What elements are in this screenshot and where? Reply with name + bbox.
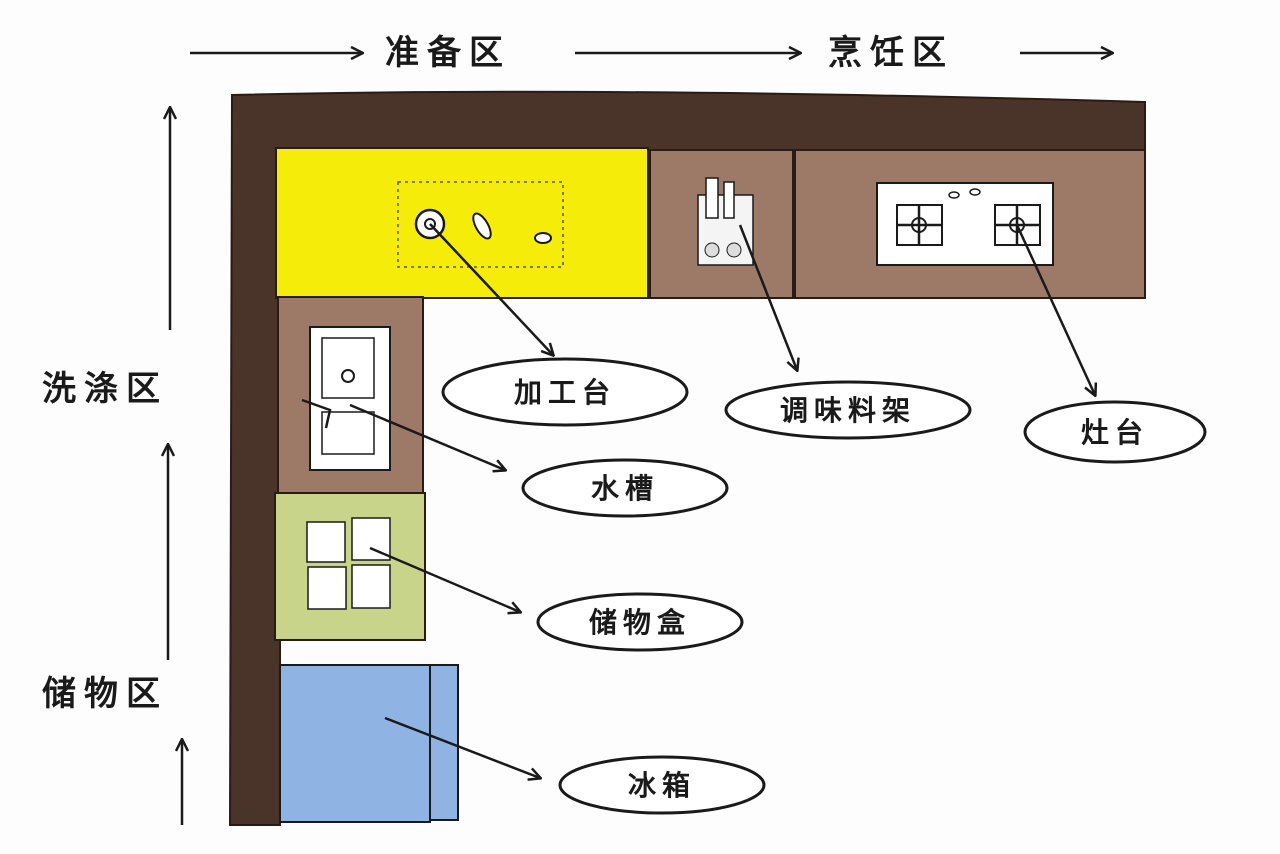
pointer-arrows [349, 223, 1095, 778]
zone-label-prep: 准备区 [385, 33, 511, 73]
pointer-arrow [429, 223, 553, 355]
flow-arrows-left [168, 108, 182, 825]
pointer-arrow [369, 546, 520, 612]
pointer-arrow [1015, 224, 1095, 395]
label-text: 加工台 [514, 376, 616, 409]
label-text: 储物盒 [589, 606, 691, 639]
pointer-arrow [349, 403, 505, 470]
pointer-arrow [738, 224, 797, 370]
work-counter [275, 147, 649, 299]
pointer-arrow [384, 716, 540, 778]
label-work-counter: 加工台 [441, 357, 689, 427]
label-spice-rack: 调味料架 [724, 380, 972, 440]
sink [277, 296, 424, 498]
label-fridge: 冰箱 [558, 755, 766, 815]
cabinet-frame [228, 90, 1146, 826]
label-text: 调味料架 [780, 394, 916, 427]
stove [794, 149, 1146, 299]
label-text: 水槽 [591, 472, 659, 505]
zone-label-wash: 洗涤区 [42, 369, 168, 409]
label-sink: 水槽 [521, 458, 729, 518]
label-text: 灶台 [1081, 416, 1149, 449]
fridge [279, 664, 459, 823]
zone-label-storage: 储物区 [42, 674, 168, 714]
zone-label-cook: 烹饪区 [828, 33, 954, 73]
storage-box [274, 492, 426, 641]
label-stove: 灶台 [1023, 400, 1207, 464]
label-text: 冰箱 [628, 769, 696, 802]
burner-icon [896, 204, 943, 246]
spice-rack [649, 149, 794, 299]
label-storage-box: 储物盒 [536, 592, 744, 652]
